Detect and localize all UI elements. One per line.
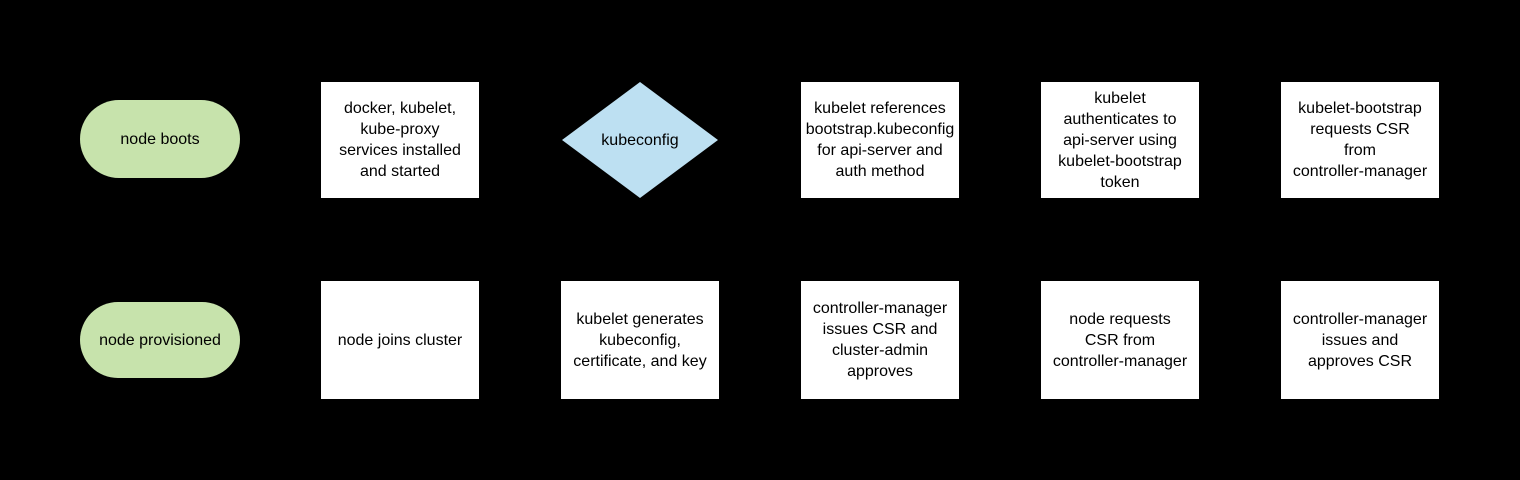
- node-label: controller-manager issues CSR and cluste…: [812, 300, 948, 380]
- node-label: kubelet authenticates to api-server usin…: [1058, 89, 1182, 191]
- process-services-installed-started: docker, kubelet, kube-proxy services ins…: [321, 82, 479, 198]
- process-controller-manager-issues-approves-csr: controller-manager issues and approves C…: [1281, 281, 1439, 399]
- process-node-requests-csr: node requests CSR from controller-manage…: [1041, 281, 1199, 399]
- decision-kubeconfig: kubeconfig: [562, 82, 718, 198]
- process-kubelet-authenticates-api-server: kubelet authenticates to api-server usin…: [1041, 82, 1199, 198]
- node-label: node provisioned: [99, 331, 221, 349]
- process-controller-manager-issues-csr-cluster-admin-approves: controller-manager issues CSR and cluste…: [801, 281, 959, 399]
- terminator-node-boots: node boots: [80, 100, 240, 178]
- node-label: node joins cluster: [337, 331, 463, 349]
- node-label: node boots: [120, 130, 200, 148]
- process-kubelet-generates-kubeconfig: kubelet generates kubeconfig, certificat…: [561, 281, 719, 399]
- node-label: node requests CSR from controller-manage…: [1052, 310, 1188, 370]
- node-label: controller-manager issues and approves C…: [1292, 310, 1428, 370]
- node-label: docker, kubelet, kube-proxy services ins…: [339, 100, 461, 180]
- process-kubelet-bootstrap-requests-csr: kubelet-bootstrap requests CSR from cont…: [1281, 82, 1439, 198]
- process-kubelet-references-bootstrap-kubeconfig: kubelet references bootstrap.kubeconfig …: [801, 82, 959, 198]
- process-node-joins-cluster: node joins cluster: [321, 281, 479, 399]
- node-label: kubelet generates kubeconfig, certificat…: [573, 310, 707, 370]
- node-label: kubeconfig: [601, 131, 679, 149]
- node-label: kubelet references bootstrap.kubeconfig …: [805, 100, 955, 180]
- node-label: kubelet-bootstrap requests CSR from cont…: [1292, 100, 1428, 180]
- terminator-node-provisioned: node provisioned: [80, 302, 240, 378]
